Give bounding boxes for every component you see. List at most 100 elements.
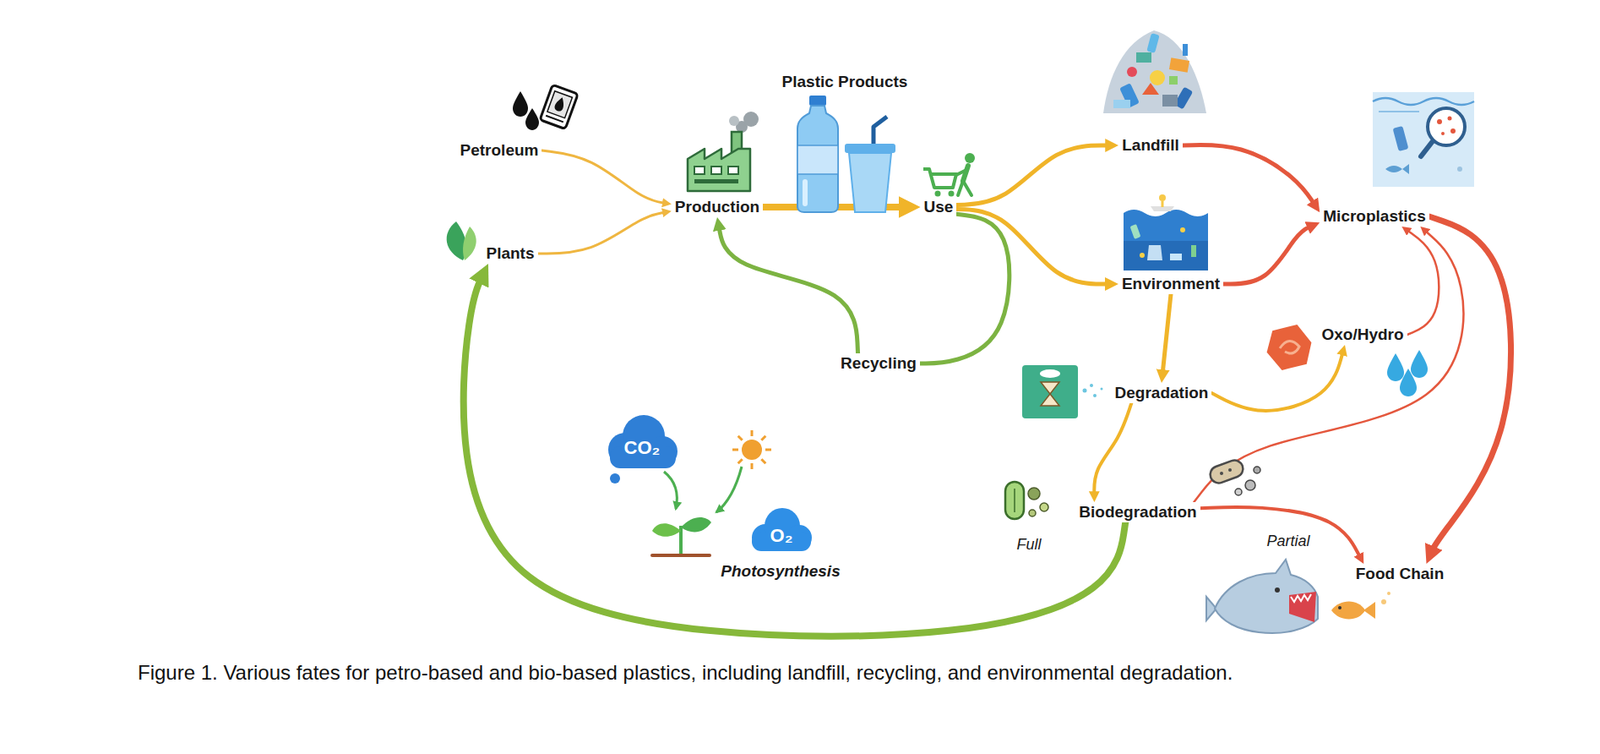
- partial-bacteria-icon: [1208, 457, 1246, 485]
- photosynthesis-arrows: [663, 466, 742, 512]
- stage-name: Environment: [1121, 274, 1220, 294]
- bacteria-icon: [1013, 488, 1016, 512]
- microplastics-panel: [1372, 92, 1475, 187]
- flow-arrow: [919, 213, 1010, 364]
- bacteria-icon: [1039, 502, 1049, 512]
- stage-name: Use: [924, 197, 954, 217]
- ocean-pollution-icon: [1139, 252, 1145, 258]
- fish-icon: [1363, 601, 1376, 619]
- stage-name: Microplastics: [1322, 206, 1426, 226]
- sun-icon: [738, 458, 743, 463]
- landfill-pile: [1126, 66, 1138, 77]
- flow-arrow: [1193, 229, 1464, 502]
- ocean-pollution-icon: [1180, 227, 1186, 233]
- microplastics-panel: [1457, 166, 1463, 172]
- sun-icon: [751, 462, 754, 469]
- stage-label: Landfill: [1118, 135, 1183, 156]
- flow-arrow: [1182, 144, 1316, 206]
- bacteria-icon: [1005, 481, 1024, 519]
- shopper-cart-icon: [935, 190, 942, 197]
- stage-name: Production: [674, 197, 760, 217]
- landfill-pile: [1182, 43, 1188, 56]
- flow-arrow: [538, 212, 667, 254]
- sun-icon: [761, 435, 766, 441]
- stage-label: Plants: [482, 243, 538, 264]
- bacteria-icon: [1005, 481, 1049, 519]
- sun-icon: [741, 439, 762, 460]
- cup-icon: [844, 143, 896, 153]
- ocean-pollution-icon: [1159, 194, 1166, 202]
- landfill-pile: [1169, 57, 1190, 73]
- partial-bacteria-icon: [1208, 457, 1261, 496]
- microplastics-panel: [1385, 163, 1410, 175]
- stage-label: Oxo/Hydro: [1317, 324, 1407, 345]
- flow-arrow: [1406, 229, 1440, 335]
- flow-arrow: [1093, 402, 1132, 496]
- flow-arrow: [1223, 225, 1312, 284]
- shopper-cart-icon: [963, 180, 972, 196]
- fish-icon: [1387, 591, 1391, 595]
- stage-label: Microplastics: [1319, 206, 1429, 227]
- partial-bacteria-icon: [1245, 479, 1256, 490]
- fish-icon: [1331, 601, 1366, 620]
- flow-arrow: [718, 224, 859, 354]
- stage-label: Use: [920, 196, 958, 218]
- landfill-pile: [1103, 30, 1207, 114]
- plant-sprout: [652, 522, 681, 536]
- water-drops-icon: [1410, 349, 1428, 378]
- shark-icon: [1290, 593, 1312, 602]
- oxidation-icon: [1262, 322, 1316, 373]
- partial-bacteria-icon: [1219, 471, 1224, 475]
- fish-icon: [1338, 605, 1342, 610]
- landfill-pile: [1146, 32, 1160, 54]
- flow-arrow: [1162, 293, 1171, 376]
- shopper-cart-icon: [957, 180, 964, 196]
- stage-label: Petroleum: [457, 140, 543, 161]
- bacteria-icon: [1028, 509, 1036, 517]
- figure-label: CO₂: [624, 436, 661, 458]
- bacteria-icon: [1028, 487, 1040, 500]
- petroleum-icon: [539, 84, 578, 129]
- landfill-pile: [1113, 99, 1131, 109]
- shopper-cart-icon: [964, 152, 975, 164]
- factory-icon: [687, 111, 759, 191]
- petroleum-icon: [545, 115, 564, 123]
- ocean-pollution-icon: [1123, 209, 1209, 271]
- stage-name: Biodegradation: [1078, 502, 1197, 522]
- figure-label: Partial: [1266, 532, 1310, 550]
- plant-leaf-icon: [446, 221, 477, 261]
- water-bottle-icon: [797, 95, 839, 213]
- photosynthesis-arrows: [663, 471, 677, 509]
- factory-icon: [728, 166, 739, 175]
- stage-label: Environment: [1118, 273, 1224, 294]
- partial-bacteria-icon: [1228, 468, 1232, 472]
- degrading-bag-icon: [1089, 383, 1094, 387]
- stage-name: Food Chain: [1355, 564, 1444, 583]
- ocean-pollution-icon: [1123, 240, 1209, 271]
- degrading-bag-icon: [1022, 364, 1078, 419]
- flow-arrow: [956, 145, 1111, 206]
- microplastics-panel: [1436, 119, 1443, 125]
- plant-sprout: [680, 517, 712, 532]
- cup-icon: [848, 152, 892, 213]
- shark-icon: [1274, 587, 1280, 593]
- degrading-bag-icon: [1100, 387, 1104, 391]
- partial-bacteria-icon: [1253, 466, 1261, 474]
- microplastics-panel: [1450, 128, 1456, 134]
- landfill-pile: [1169, 76, 1178, 85]
- ocean-pollution-icon: [1161, 201, 1165, 207]
- petroleum-icon: [553, 95, 566, 112]
- plant-sprout: [652, 517, 712, 556]
- sun-icon: [732, 448, 739, 452]
- sun-icon: [738, 435, 743, 441]
- degrading-bag-icon: [1093, 393, 1097, 398]
- petroleum-icon: [525, 108, 539, 131]
- oxidation-icon: [1279, 340, 1300, 354]
- factory-icon: [711, 166, 722, 175]
- fish-icon: [1331, 591, 1391, 620]
- ocean-pollution-icon: [1147, 244, 1163, 261]
- figure-label: Full: [1016, 535, 1041, 554]
- petroleum-icon: [547, 91, 573, 119]
